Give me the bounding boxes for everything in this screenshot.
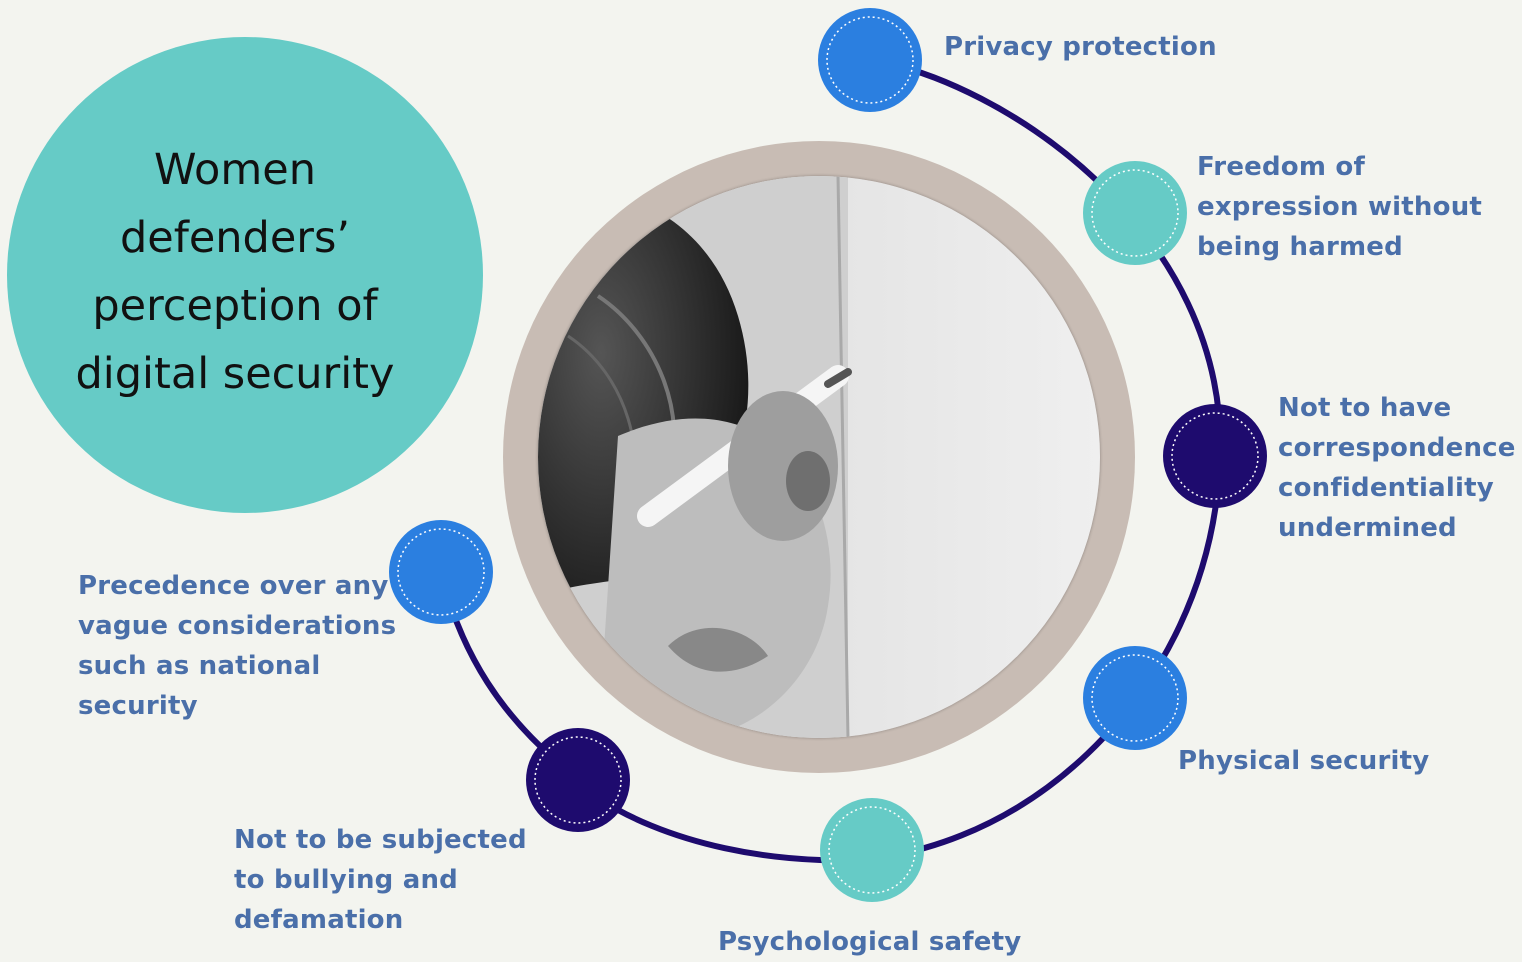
node-circle: [1083, 646, 1187, 750]
label-psychological-safety: Psychological safety: [718, 922, 1021, 962]
node-circle: [1083, 161, 1187, 265]
label-precedence-national-security: Precedence over any vague considerations…: [78, 566, 396, 726]
label-freedom-of-expression: Freedom of expression without being harm…: [1197, 147, 1482, 267]
node-circle: [389, 520, 493, 624]
photo-illustration: [538, 176, 1100, 738]
label-correspondence-confidentiality: Not to have correspondence confidentiali…: [1278, 388, 1516, 548]
label-bullying-defamation: Not to be subjected to bullying and defa…: [234, 820, 527, 940]
hand-writing-photo: [538, 176, 1100, 738]
label-privacy-protection: Privacy protection: [944, 27, 1217, 67]
label-physical-security: Physical security: [1178, 741, 1429, 781]
node-circle: [818, 8, 922, 112]
node-circle: [820, 798, 924, 902]
node-circle: [526, 728, 630, 832]
node-circle: [1163, 404, 1267, 508]
